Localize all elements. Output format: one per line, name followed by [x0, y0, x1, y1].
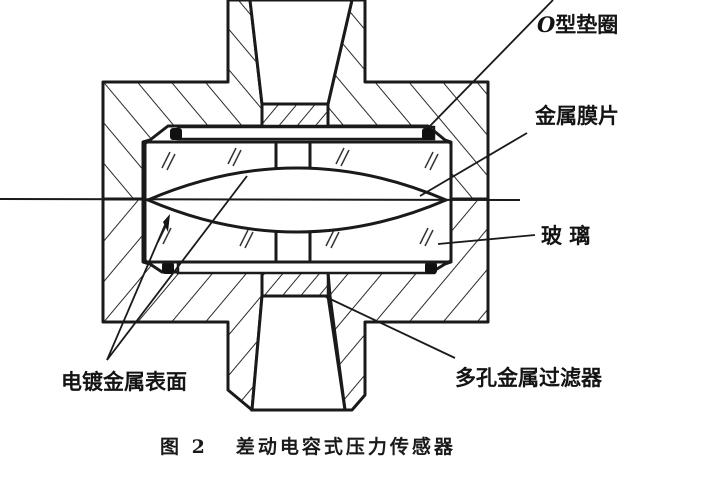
label-o-ring-text: 型垫圈	[555, 13, 619, 37]
top-channel	[176, 125, 436, 141]
label-glass: 玻 璃	[541, 224, 591, 248]
label-plated-metal-surface: 电镀金属表面	[61, 370, 187, 394]
label-o-ring: O型垫圈	[537, 14, 618, 36]
leader-lines	[106, 0, 554, 361]
porous-filter-top	[260, 102, 330, 128]
label-metal-diaphragm: 金属膜片	[535, 104, 619, 128]
figure-title: 差动电容式压力传感器	[235, 436, 456, 458]
bottom-pressure-port	[250, 294, 347, 412]
porous-filter-bottom	[260, 270, 330, 298]
figure-number: 图 2	[160, 436, 208, 458]
label-o-ring-prefix: O	[537, 12, 556, 37]
figure-caption: 图 2 差动电容式压力传感器	[160, 438, 456, 457]
metal-diaphragm-line	[0, 198, 521, 201]
label-porous-metal-filter: 多孔金属过滤器	[455, 366, 602, 390]
o-rings	[162, 128, 437, 274]
